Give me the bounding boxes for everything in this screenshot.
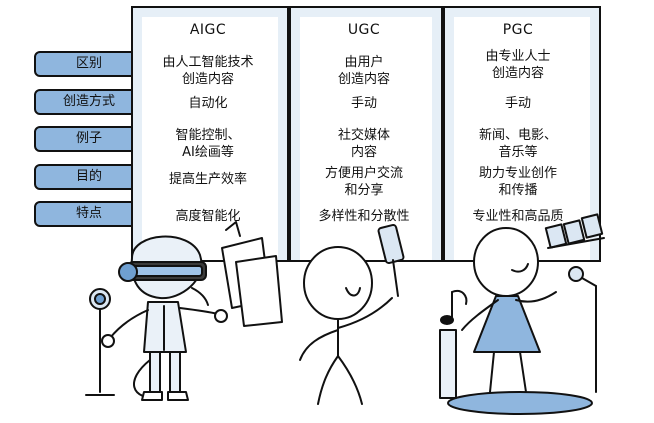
cell: 智能控制、AI绘画等: [175, 128, 241, 160]
row-label-creation-method: 创造方式: [34, 89, 144, 115]
column-header-pgc: PGC: [502, 22, 534, 38]
column-aigc: AIGC 由人工智能技术创造内容 自动化 智能控制、AI绘画等 提高生产效率 高…: [131, 6, 289, 262]
cell: 由专业人士创造内容: [485, 49, 551, 81]
column-pgc: PGC 由专业人士创造内容 手动 新闻、电影、音乐等 助力专业创作和传播 专业性…: [443, 6, 601, 262]
cell: 方便用户交流和分享: [324, 166, 403, 198]
ugc-figure: [299, 223, 405, 405]
cell: 手动: [350, 96, 377, 111]
cell: 由用户创造内容: [337, 55, 390, 87]
row-label-examples: 例子: [34, 126, 144, 152]
cell: 社交媒体内容: [337, 128, 390, 160]
cell: 自动化: [188, 96, 228, 111]
column-header-aigc: AIGC: [189, 22, 227, 38]
pgc-figure: [439, 213, 605, 415]
cell: 提高生产效率: [168, 172, 247, 187]
robot-figure: [85, 221, 283, 401]
row-label-features: 特点: [34, 201, 144, 227]
cell: 高度智能化: [175, 209, 241, 224]
comparison-table: AIGC 由人工智能技术创造内容 自动化 智能控制、AI绘画等 提高生产效率 高…: [131, 6, 601, 262]
row-label-purpose: 目的: [34, 164, 144, 190]
cell: 多样性和分散性: [318, 209, 410, 224]
column-header-ugc: UGC: [347, 22, 381, 38]
row-label-difference: 区别: [34, 51, 144, 77]
cell: 由人工智能技术创造内容: [162, 55, 254, 87]
cell: 手动: [504, 96, 531, 111]
cell: 专业性和高品质: [472, 209, 564, 224]
column-ugc: UGC 由用户创造内容 手动 社交媒体内容 方便用户交流和分享 多样性和分散性: [289, 6, 443, 262]
cell: 新闻、电影、音乐等: [478, 128, 557, 160]
cell: 助力专业创作和传播: [478, 166, 557, 198]
